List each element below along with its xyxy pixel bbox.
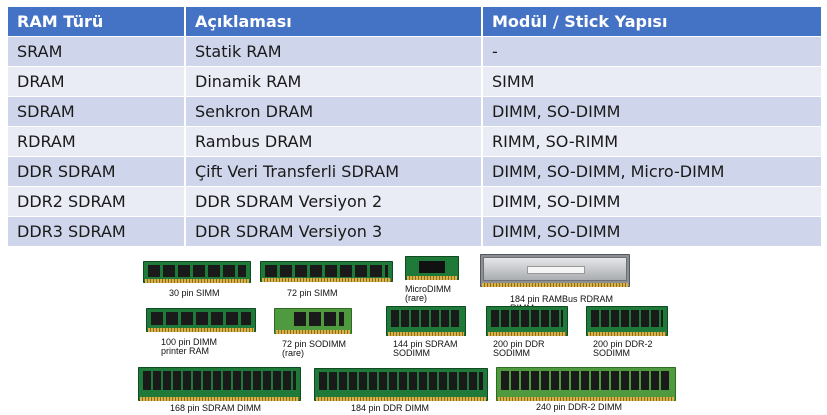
- module-200pin-ddr2-sodimm: 200 pin DDR-2 SODIMM: [586, 306, 671, 358]
- module-caption: 72 pin SIMM: [287, 288, 338, 298]
- module-caption: 30 pin SIMM: [169, 288, 220, 298]
- cell-ram-type: DDR SDRAM: [8, 156, 186, 187]
- module-200pin-ddr-sodimm: 200 pin DDR SODIMM: [486, 306, 571, 358]
- cell-description: Çift Veri Transferli SDRAM: [185, 156, 483, 187]
- cell-ram-type: DRAM: [8, 66, 186, 97]
- module-72pin-sodimm: 72 pin SODIMM (rare): [274, 308, 359, 358]
- cell-module: DIMM, SO-DIMM: [482, 216, 821, 246]
- ram-types-table: RAM Türü Açıklaması Modül / Stick Yapısı…: [8, 7, 821, 246]
- module-100pin-dimm: 100 pin DIMM printer RAM: [146, 308, 256, 358]
- cell-description: DDR SDRAM Versiyon 2: [185, 186, 483, 217]
- module-caption: 72 pin SODIMM (rare): [282, 339, 347, 358]
- header-module-structure: Modül / Stick Yapısı: [482, 7, 821, 37]
- cell-description: Statik RAM: [185, 36, 483, 67]
- table-row: SRAM Statik RAM -: [8, 36, 821, 67]
- cell-ram-type: SRAM: [8, 36, 186, 67]
- cell-description: Rambus DRAM: [185, 126, 483, 157]
- module-240pin-ddr2-dimm: 240 pin DDR-2 DIMM: [496, 367, 676, 412]
- module-caption: 100 pin DIMM printer RAM: [161, 337, 218, 356]
- module-caption: 200 pin DDR SODIMM: [493, 339, 545, 358]
- table-row: DRAM Dinamik RAM SIMM: [8, 66, 821, 97]
- cell-ram-type: DDR2 SDRAM: [8, 186, 186, 217]
- module-caption: 144 pin SDRAM SODIMM: [393, 339, 458, 358]
- module-caption: 184 pin DDR DIMM: [351, 403, 430, 413]
- cell-ram-type: SDRAM: [8, 96, 186, 127]
- module-30pin-simm: 30 pin SIMM: [143, 261, 251, 299]
- cell-module: DIMM, SO-DIMM, Micro-DIMM: [482, 156, 821, 187]
- table-row: DDR3 SDRAM DDR SDRAM Versiyon 3 DIMM, SO…: [8, 216, 821, 246]
- module-184pin-ddr-dimm: 184 pin DDR DIMM: [314, 368, 488, 413]
- header-description: Açıklaması: [185, 7, 483, 37]
- cell-ram-type: DDR3 SDRAM: [8, 216, 186, 246]
- module-caption: 240 pin DDR-2 DIMM: [536, 402, 623, 412]
- cell-module: DIMM, SO-DIMM: [482, 96, 821, 127]
- cell-description: Senkron DRAM: [185, 96, 483, 127]
- cell-ram-type: RDRAM: [8, 126, 186, 157]
- cell-description: DDR SDRAM Versiyon 3: [185, 216, 483, 246]
- module-168pin-sdram-dimm: 168 pin SDRAM DIMM: [138, 367, 301, 413]
- cell-module: DIMM, SO-DIMM: [482, 186, 821, 217]
- cell-module: RIMM, SO-RIMM: [482, 126, 821, 157]
- module-72pin-simm: 72 pin SIMM: [260, 261, 393, 299]
- table-row: DDR SDRAM Çift Veri Transferli SDRAM DIM…: [8, 156, 821, 187]
- module-rambus-rimm: 184 pin RAMBus RDRAM RIMM: [480, 254, 630, 313]
- table-row: SDRAM Senkron DRAM DIMM, SO-DIMM: [8, 96, 821, 127]
- cell-module: -: [482, 36, 821, 67]
- module-caption: MicroDIMM (rare): [405, 284, 451, 303]
- module-caption: 200 pin DDR-2 SODIMM: [593, 339, 653, 358]
- module-microdimm: MicroDIMM (rare): [403, 256, 463, 308]
- header-ram-type: RAM Türü: [8, 7, 186, 37]
- table-row: RDRAM Rambus DRAM RIMM, SO-RIMM: [8, 126, 821, 157]
- cell-description: Dinamik RAM: [185, 66, 483, 97]
- table-row: DDR2 SDRAM DDR SDRAM Versiyon 2 DIMM, SO…: [8, 186, 821, 217]
- table-header-row: RAM Türü Açıklaması Modül / Stick Yapısı: [8, 7, 821, 37]
- module-144pin-sdram-sodimm: 144 pin SDRAM SODIMM: [386, 306, 471, 358]
- module-caption: 168 pin SDRAM DIMM: [170, 403, 262, 413]
- cell-module: SIMM: [482, 66, 821, 97]
- memory-module-gallery: 30 pin SIMM 72 pin SIMM MicroDIMM (rare)…: [0, 250, 827, 415]
